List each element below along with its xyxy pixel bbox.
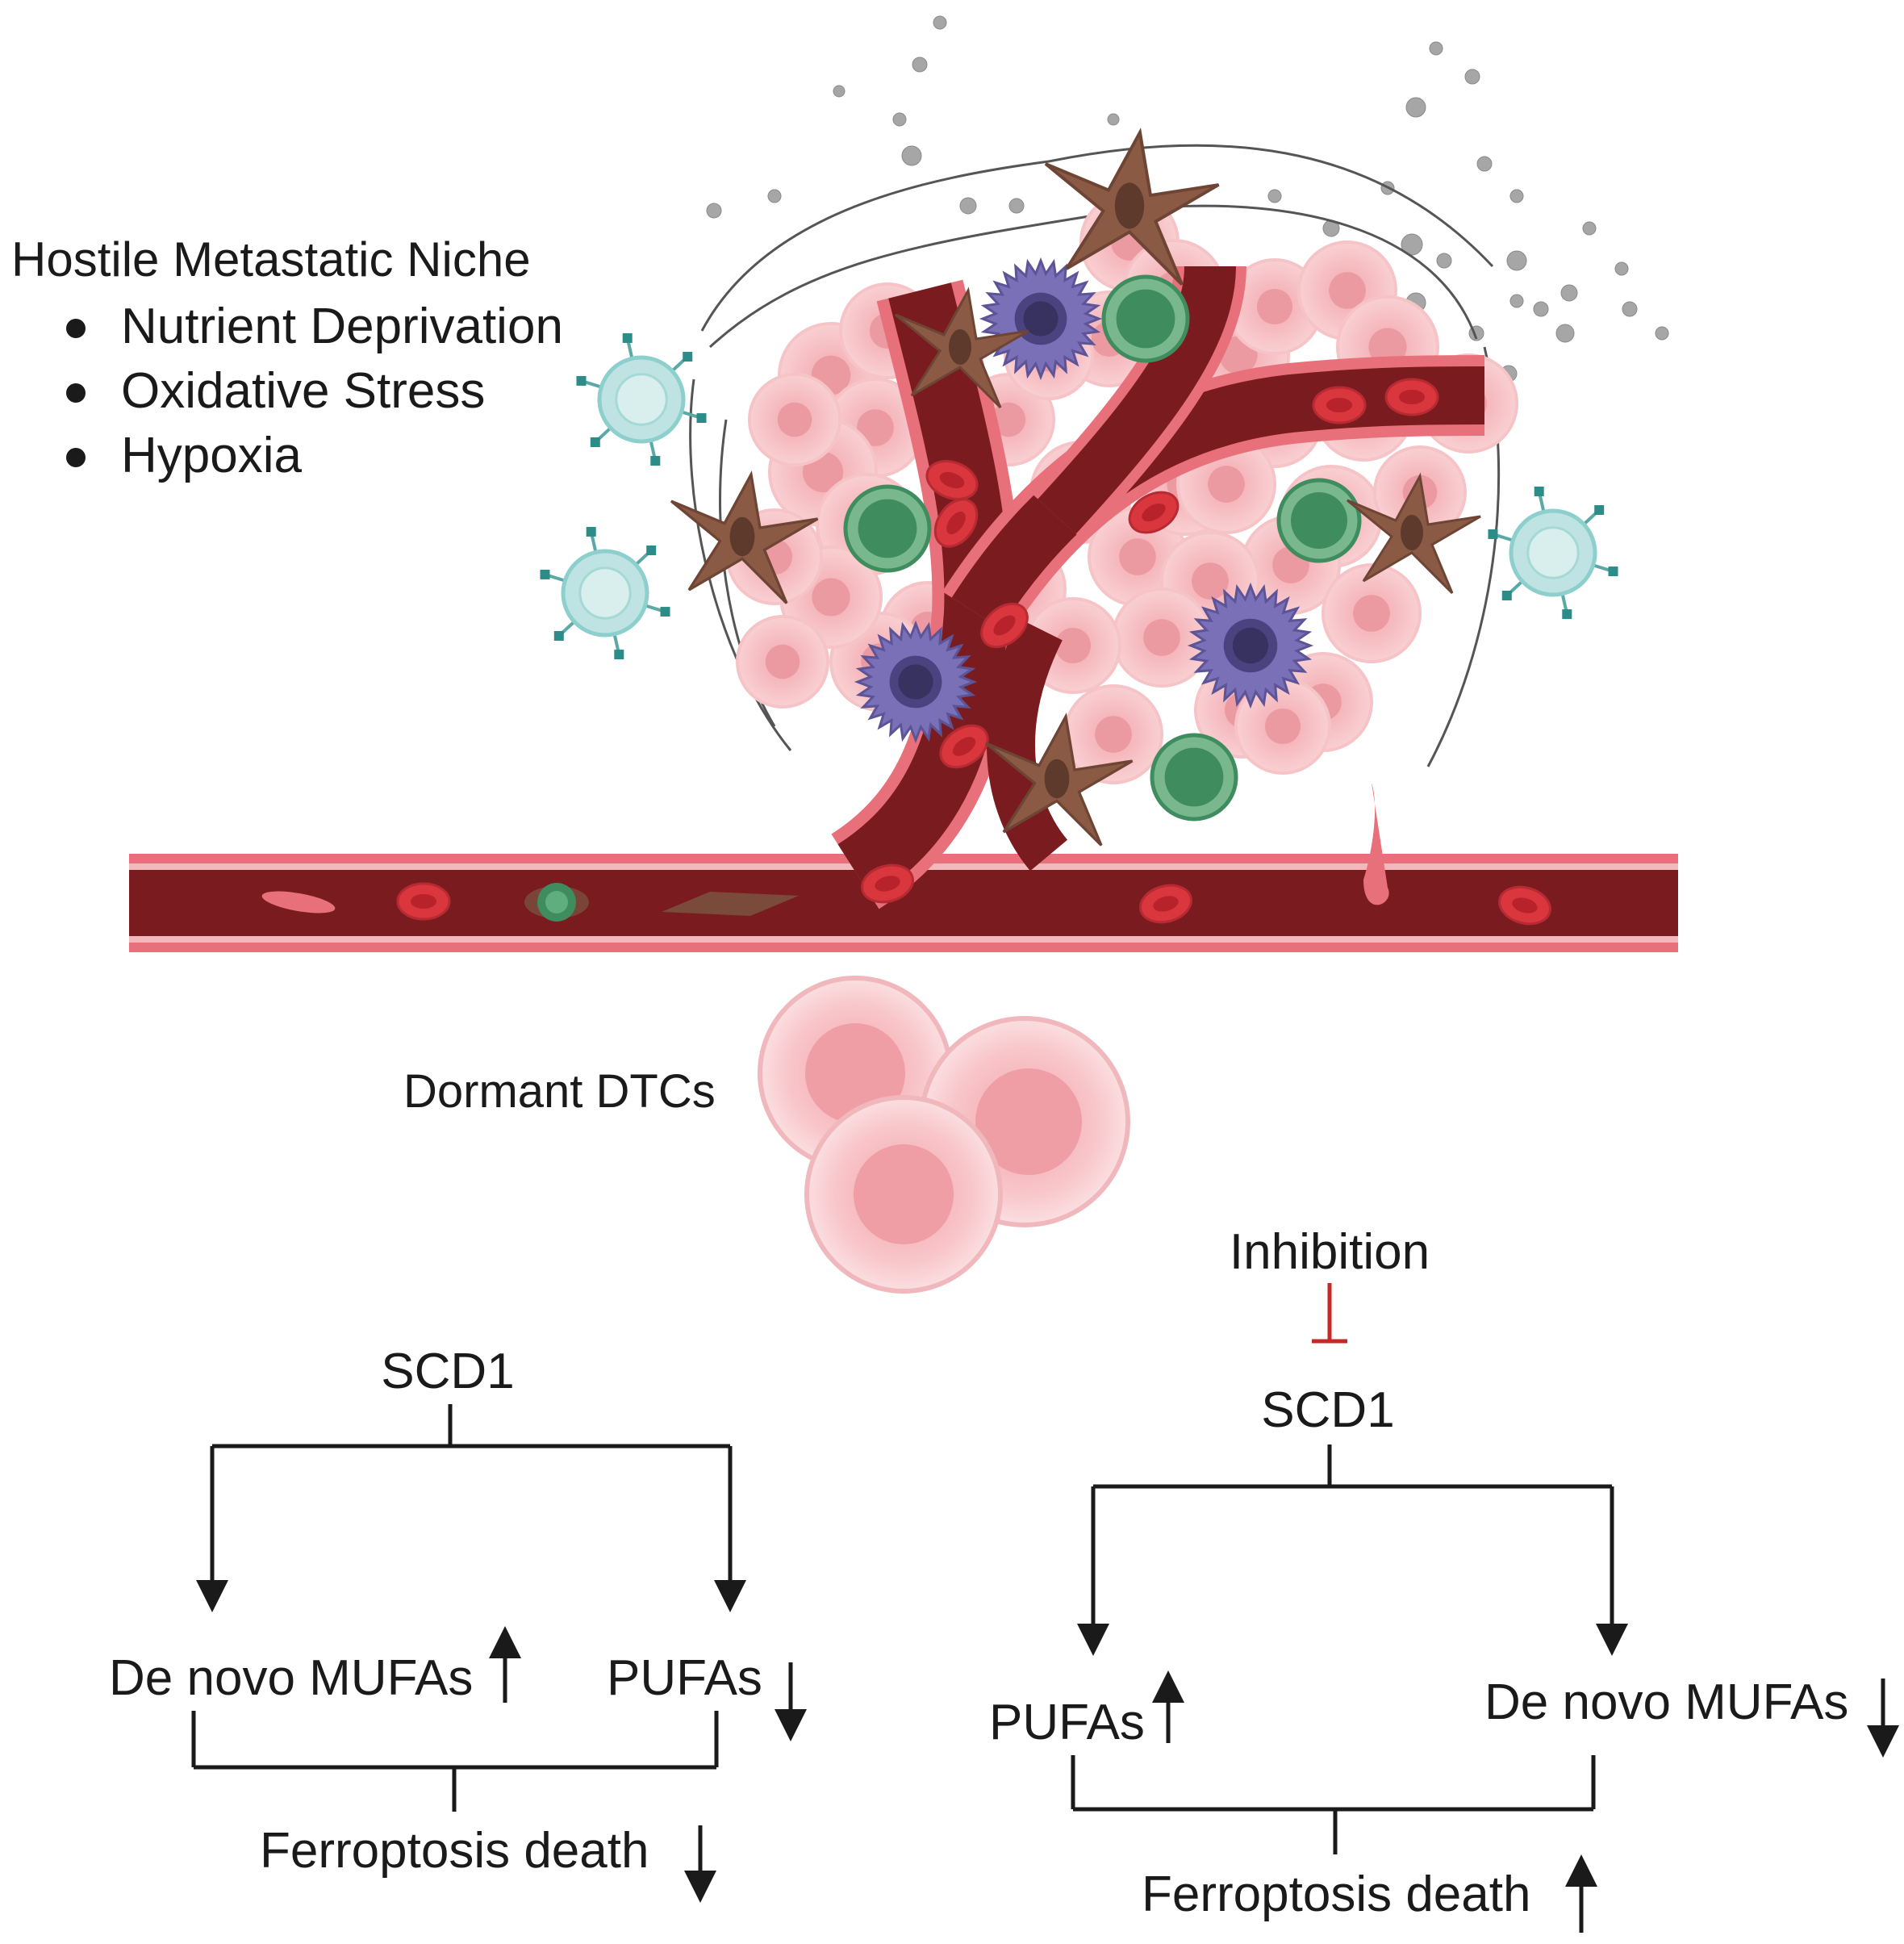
left-join-lines	[191, 1711, 719, 1812]
particle	[1509, 189, 1524, 203]
fibroblast	[1044, 128, 1220, 286]
bullet-hypoxia: Hypoxia	[121, 428, 303, 483]
particle	[1429, 41, 1443, 56]
particle	[1267, 189, 1282, 203]
tumor-cell	[748, 373, 841, 466]
red-blood-cell	[939, 724, 989, 769]
red-blood-cell	[980, 602, 1029, 649]
particle	[1509, 294, 1524, 308]
left-pathway: SCD1 De novo MUFAs PUFAs Ferroptosis dea…	[109, 1344, 807, 1903]
particle	[892, 112, 907, 127]
inhibition-bar	[1312, 1283, 1347, 1344]
particle	[1405, 97, 1426, 118]
red-blood-cell	[1312, 386, 1367, 424]
right-join-lines	[1071, 1755, 1596, 1854]
tumor-cell	[736, 615, 829, 709]
particle	[1582, 221, 1597, 236]
red-blood-cells	[396, 378, 1551, 926]
t-cell	[1488, 486, 1618, 620]
macrophages	[854, 257, 1314, 744]
tumor-cell	[1063, 684, 1163, 784]
dormant-dtcs: Dormant DTCs	[403, 976, 1130, 1294]
particle	[1008, 198, 1025, 214]
particle	[1614, 261, 1629, 276]
particle	[833, 85, 846, 98]
niche-title: Hostile Metastatic Niche	[11, 232, 531, 286]
fibroblast	[895, 286, 1029, 409]
left-pufas: PUFAs	[607, 1650, 762, 1706]
red-blood-cell	[925, 460, 979, 500]
right-pathway: Inhibition SCD1 PUFAs De novo MUFAs Ferr…	[989, 1224, 1899, 1933]
macrophage	[1187, 582, 1314, 709]
left-split-lines	[196, 1404, 746, 1612]
lymphocyte	[843, 484, 932, 573]
red-blood-cell	[861, 863, 914, 904]
lymphocyte	[1101, 274, 1190, 363]
fibroblasts	[670, 128, 1481, 847]
particle	[1476, 156, 1493, 172]
red-blood-cell	[1498, 885, 1551, 926]
particle	[1560, 284, 1578, 302]
particle	[959, 197, 977, 215]
particle	[1555, 324, 1575, 343]
bullet-dot	[66, 383, 86, 403]
red-blood-cell	[396, 882, 451, 921]
red-blood-cell	[1128, 491, 1180, 534]
tumor-cell	[1112, 587, 1212, 688]
right-scd1: SCD1	[1261, 1382, 1394, 1438]
left-scd1: SCD1	[381, 1344, 514, 1399]
left-ferroptosis: Ferroptosis death	[260, 1823, 649, 1879]
right-inhibition: Inhibition	[1230, 1224, 1430, 1280]
dtc-cluster	[758, 976, 1130, 1294]
lymphocytes	[843, 274, 1362, 821]
right-split-lines	[1077, 1444, 1628, 1656]
particle	[1464, 69, 1480, 85]
particle	[1622, 301, 1638, 317]
right-pufas: PUFAs	[989, 1695, 1145, 1750]
particle	[933, 15, 947, 30]
t-cells	[540, 332, 1618, 660]
particle	[1506, 250, 1527, 271]
bullet-oxidative: Oxidative Stress	[121, 363, 485, 419]
lymphocyte	[1150, 733, 1238, 821]
red-blood-cell	[1384, 378, 1439, 416]
particle	[706, 203, 722, 219]
bullet-dot	[66, 448, 86, 467]
macrophage	[854, 620, 978, 744]
macrophage	[979, 257, 1103, 381]
t-cell	[540, 526, 670, 660]
particle	[767, 189, 782, 203]
particle	[1655, 326, 1669, 341]
bullet-dot	[66, 319, 86, 338]
left-mufas: De novo MUFAs	[109, 1650, 473, 1706]
particle	[912, 56, 928, 73]
t-cell	[576, 332, 707, 466]
particle	[1107, 113, 1120, 126]
fibroblast	[670, 470, 819, 604]
niche-text: Hostile Metastatic Niche Nutrient Depriv…	[11, 232, 563, 483]
particle	[1533, 301, 1549, 317]
lymphocyte	[1276, 478, 1362, 563]
bullet-nutrient: Nutrient Deprivation	[121, 299, 563, 354]
fibroblast	[1347, 472, 1481, 595]
tumor-cell	[1322, 563, 1422, 663]
dormant-label: Dormant DTCs	[403, 1065, 716, 1118]
particle	[901, 145, 922, 166]
fibroblast	[984, 713, 1134, 847]
vessel-cargo	[261, 783, 1389, 922]
right-mufas: De novo MUFAs	[1484, 1674, 1848, 1730]
red-blood-cell	[1139, 884, 1192, 924]
right-ferroptosis: Ferroptosis death	[1142, 1867, 1530, 1922]
particle	[1436, 253, 1452, 269]
red-blood-cell	[933, 498, 979, 548]
